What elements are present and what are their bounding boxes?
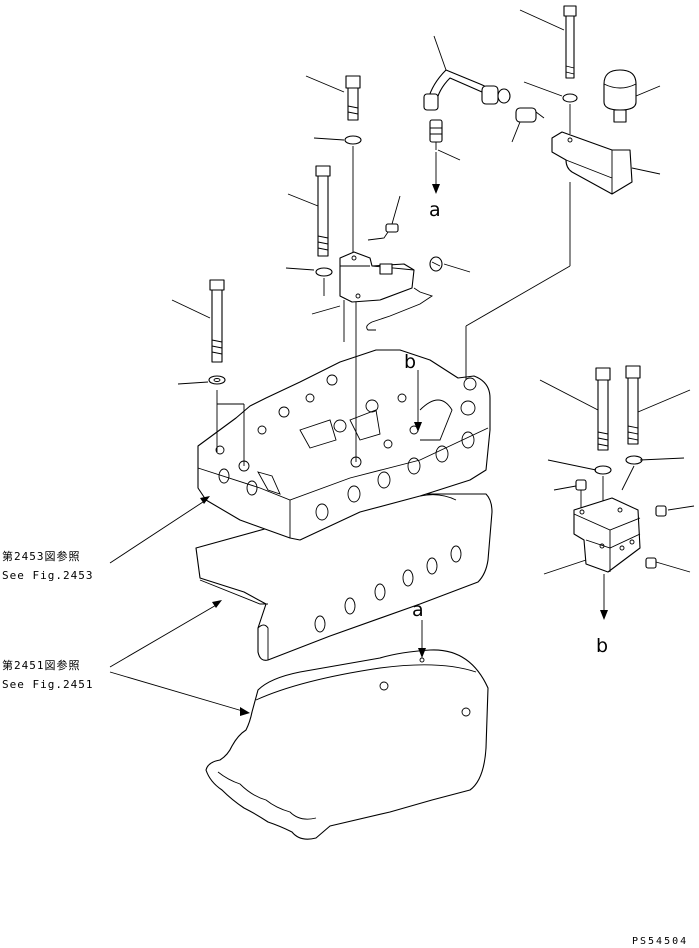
callout-fig2451-jp: 第2451図参照	[2, 658, 81, 672]
small-plugs-center	[367, 223, 443, 272]
arrow-fig2453	[200, 496, 210, 504]
callout-fig2451-en: See Fig.2451	[2, 678, 93, 691]
marker-b-body: b	[404, 351, 416, 373]
valve-body-bores	[218, 431, 475, 521]
drawing-code: PS54504	[632, 936, 688, 947]
leader-lines	[171, 9, 695, 648]
separator-plate	[195, 493, 493, 661]
marker-a-gasket: a	[412, 599, 424, 621]
arrow-fig2451-lower	[240, 707, 250, 716]
arrow-fig2451-upper	[212, 600, 222, 608]
valve-body	[197, 349, 491, 541]
center-bracket-block	[339, 251, 434, 462]
top-right-sensor-assembly	[465, 5, 637, 380]
arrow-a-into-gasket	[418, 648, 426, 658]
arrow-b-down	[600, 610, 608, 620]
arrow-a-down	[432, 184, 440, 194]
arrow-b-into-body	[414, 422, 422, 432]
callout-fig2453-jp: 第2453図参照	[2, 549, 81, 563]
marker-b-detail: b	[596, 635, 608, 657]
marker-a-top: a	[429, 199, 441, 221]
pipe-assembly	[423, 69, 511, 150]
callout-fig2453-en: See Fig.2453	[2, 569, 93, 582]
arrows	[109, 152, 440, 716]
left-long-bolt	[208, 279, 245, 466]
right-detail-b	[573, 365, 667, 620]
valve-body-top-features	[215, 374, 477, 495]
separator-holes	[314, 545, 462, 633]
upper-middle-bolts	[315, 75, 362, 296]
bottom-gasket-plate	[205, 649, 489, 840]
